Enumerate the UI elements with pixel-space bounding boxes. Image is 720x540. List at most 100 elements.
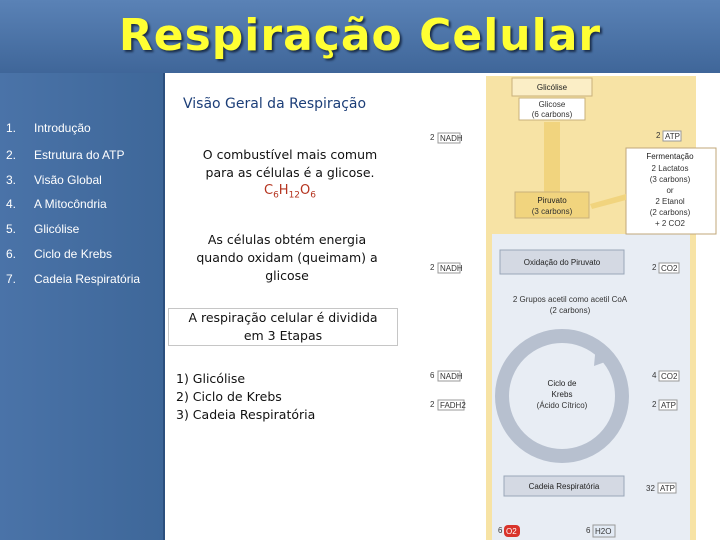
menu-item-number: 6.: [6, 247, 17, 261]
pyruvate-oxidation-label: Oxidação do Piruvato: [524, 258, 601, 267]
krebs-line-2: Krebs: [552, 390, 573, 399]
menu-item-label: Estrutura do ATP: [34, 148, 125, 162]
left-count: 2: [430, 400, 435, 409]
energy-line-2: quando oxidam (queimam) a: [196, 250, 378, 265]
stage-item: 2) Ciclo de Krebs: [176, 389, 282, 404]
slide-header: [0, 0, 720, 73]
left-count: 2: [430, 133, 435, 142]
menu-item-mitocondria[interactable]: 4. A Mitocôndria: [6, 197, 107, 211]
left-molecule: NADH: [440, 372, 463, 381]
right-molecule: H2O: [595, 527, 611, 536]
glucose-formula: C6H12O6: [263, 183, 316, 201]
co2-badge: [658, 370, 680, 382]
stage-item: 1) Glicólise: [176, 371, 246, 386]
pyruvate-label: Piruvato: [537, 196, 567, 205]
co2-badge: [658, 262, 680, 274]
left-count: 2: [430, 263, 435, 272]
respiratory-chain-label: Cadeia Respiratória: [529, 482, 600, 491]
menu-item-visao-global[interactable]: 3. Visão Global: [6, 173, 102, 187]
acetyl-carbons: (2 carbons): [550, 306, 591, 315]
right-molecule: CO2: [661, 372, 678, 381]
stages-line-2: em 3 Etapas: [243, 328, 323, 343]
nadh-badge: [437, 132, 461, 144]
right-count: 2: [652, 400, 657, 409]
fadh2-badge: [437, 399, 465, 411]
nadh-badge: [437, 262, 461, 274]
slide-title: Respiração Celular: [118, 10, 602, 61]
menu-item-ciclo-krebs[interactable]: 6. Ciclo de Krebs: [6, 247, 112, 261]
stages-textbox: A respiração celular é dividida em 3 Eta…: [168, 308, 398, 346]
menu-item-label: Ciclo de Krebs: [34, 247, 113, 261]
menu-item-label: A Mitocôndria: [34, 197, 107, 211]
glycolysis-arrow: [544, 122, 560, 192]
fuel-textbox: O combustível mais comum para as células…: [180, 146, 400, 205]
pyruvate-box: [514, 191, 590, 219]
glucose-box: [518, 97, 586, 121]
menu-item-number: 2.: [6, 148, 17, 162]
oxygen-badge: [504, 525, 520, 537]
atp-badge: [657, 482, 677, 494]
right-count: 6: [586, 526, 591, 535]
nadh-badge: [437, 370, 461, 382]
menu-item-estrutura-atp[interactable]: 2. Estrutura do ATP: [6, 148, 125, 162]
menu-item-number: 5.: [6, 222, 17, 236]
water-badge: [592, 524, 616, 538]
right-molecule: CO2: [661, 264, 678, 273]
menu-item-number: 4.: [6, 197, 17, 211]
menu-item-label: Cadeia Respiratória: [34, 272, 141, 286]
menu-item-label: Glicólise: [34, 222, 80, 236]
krebs-cycle-ring: [495, 329, 629, 463]
left-count: 6: [498, 526, 503, 535]
stages-list: 1) Glicólise 2) Ciclo de Krebs 3) Cadeia…: [170, 370, 376, 424]
glycolysis-box: [511, 77, 593, 97]
left-molecule: FADH2: [440, 401, 466, 410]
menu-item-number: 7.: [6, 272, 17, 286]
right-molecule: ATP: [661, 401, 676, 410]
header-background: [0, 0, 720, 73]
left-count: 6: [430, 371, 435, 380]
fermentation-line: (3 carbons): [650, 175, 691, 184]
right-count: 32: [646, 484, 655, 493]
right-count: 4: [652, 371, 657, 380]
fermentation-line: + 2 CO2: [655, 219, 686, 228]
left-molecule: O2: [506, 527, 517, 536]
pyruvate-oxidation-box: [499, 249, 625, 275]
right-molecule: ATP: [665, 132, 680, 141]
left-molecule: NADH: [440, 264, 463, 273]
fermentation-line: (2 carbons): [650, 208, 691, 217]
stage-item: 3) Cadeia Respiratória: [176, 407, 316, 422]
respiration-diagram: Glicólise Glicose (6 carbons) Piruvato (…: [430, 76, 717, 540]
menu-item-number: 3.: [6, 173, 17, 187]
fermentation-line: 2 Lactatos: [652, 164, 689, 173]
respiratory-chain-box: [503, 475, 625, 497]
fermentation-box: [625, 147, 717, 235]
stages-line-1: A respiração celular é dividida: [188, 310, 378, 325]
krebs-line-1: Ciclo de: [548, 379, 577, 388]
fermentation-line: or: [666, 186, 673, 195]
glucose-label: Glicose: [539, 100, 566, 109]
slide-subtitle: Visão Geral da Respiração: [183, 96, 367, 112]
glucose-carbons: (6 carbons): [532, 110, 573, 119]
menu-item-label: Introdução: [34, 121, 91, 135]
krebs-cycle-arrow: [594, 344, 616, 366]
right-count: 2: [656, 131, 661, 140]
menu-item-glicolise[interactable]: 5. Glicólise: [6, 222, 79, 236]
left-molecule: NADH: [440, 134, 463, 143]
energy-line-1: As células obtém energia: [207, 232, 367, 247]
sidebar: [0, 73, 165, 540]
right-molecule: ATP: [660, 484, 675, 493]
fermentation-line: 2 Etanol: [655, 197, 685, 206]
menu-item-label: Visão Global: [34, 173, 102, 187]
acetyl-label: 2 Grupos acetil como acetil CoA: [513, 295, 628, 304]
krebs-line-3: (Ácido Cítrico): [537, 401, 588, 410]
right-count: 2: [652, 263, 657, 272]
energy-line-3: glicose: [265, 268, 309, 283]
glycolysis-label: Glicólise: [537, 83, 568, 92]
energy-textbox: As células obtém energia quando oxidam (…: [180, 231, 394, 285]
fuel-line-1: O combustível mais comum: [202, 147, 378, 162]
atp-badge: [662, 130, 682, 142]
fermentation-title: Fermentação: [646, 152, 694, 161]
atp-badge: [658, 399, 678, 411]
menu-item-cadeia-respiratoria[interactable]: 7. Cadeia Respiratória: [6, 272, 140, 286]
menu-item-introducao[interactable]: 1.Introdução: [6, 121, 91, 135]
